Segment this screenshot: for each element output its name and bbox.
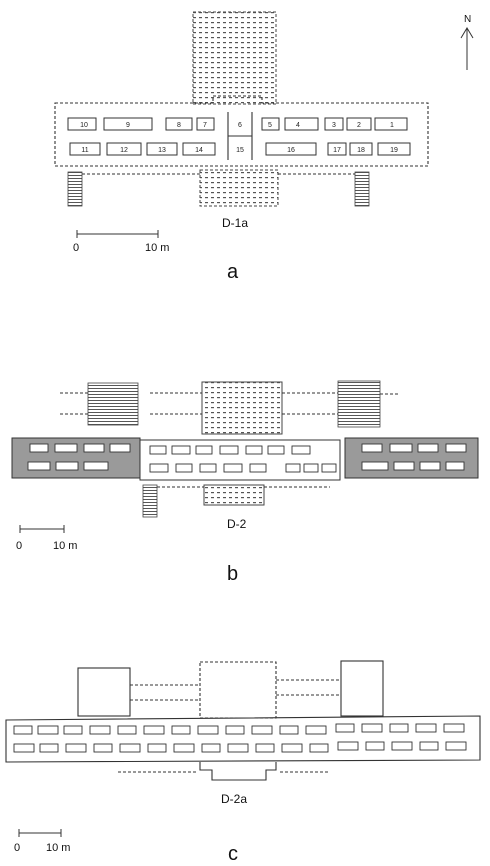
north-east-stair [337,380,381,428]
room-number: 4 [296,122,300,129]
room-cell [327,142,347,156]
room-cell [284,117,319,131]
room-cell [106,142,142,156]
panel-c-plan: D-2a 0 10 m c [5,660,481,865]
room-number: 6 [238,122,242,129]
room-cell [165,117,193,131]
room-cell [377,142,411,156]
north-label: N [464,14,471,25]
room-number: 18 [357,147,365,154]
room-cell [103,117,153,131]
panel-letter-b: b [227,563,238,585]
north-walls-b [60,392,398,415]
room-cell [346,117,372,131]
south-west-stair [67,171,83,207]
plan-label-d2a: D-2a [221,792,247,806]
room-cells-b [27,443,467,473]
room-number: 16 [287,147,295,154]
room-number: 10 [80,122,88,129]
room-cell [196,117,215,131]
panel-letter-a: a [227,261,239,283]
room-number: 2 [357,122,361,129]
scale-start-b: 0 [16,540,22,552]
north-east-block [340,660,384,717]
top-room-row [67,117,408,131]
room-number: 13 [158,147,166,154]
panel-b-plan: D-2 0 10 m b [11,380,479,585]
room-number: 7 [203,122,207,129]
plan-label-d2: D-2 [227,517,247,531]
bottom-room-row [69,142,411,156]
south-stair-b [142,484,158,518]
room-number: 3 [332,122,336,129]
scale-start-a: 0 [73,242,79,254]
north-walls-c [130,679,341,701]
north-courtyard [192,11,277,105]
south-entrance-c [199,762,277,781]
room-cell [182,142,216,156]
room-cell [374,117,408,131]
north-west-block [77,667,131,717]
room-number: 14 [195,147,203,154]
plan-label-d1a: D-1a [222,216,248,230]
room-number: 1 [390,122,394,129]
room-number: 12 [120,147,128,154]
panel-a-plan: N 10 [54,11,474,283]
room-cells-c [13,723,467,753]
room-number: 15 [236,147,244,154]
central-passage [227,112,253,160]
room-cell [324,117,344,131]
room-number: 5 [268,122,272,129]
north-arrow-icon [460,27,474,70]
building-outline [54,95,429,167]
panel-letter-c: c [228,843,238,865]
room-cell [69,142,101,156]
room-cell [349,142,373,156]
room-cell [67,117,97,131]
room-cell [146,142,178,156]
scale-start-c: 0 [14,842,20,854]
scale-bar-b [19,525,65,533]
south-courtyard-b [203,484,265,506]
room-number: 9 [126,122,130,129]
scale-bar-c [18,829,62,837]
scale-end-c: 10 m [46,842,70,854]
scale-end-a: 10 m [145,242,169,254]
south-courtyard [199,169,279,207]
room-number: 17 [333,147,341,154]
scale-bar-a [76,230,159,238]
room-number: 8 [177,122,181,129]
south-east-stair [354,171,370,207]
scale-end-b: 10 m [53,540,77,552]
room-cell [265,142,317,156]
north-courtyard-b [201,381,283,435]
north-west-stair [87,382,139,426]
room-cell [261,117,280,131]
north-central-block [199,661,277,719]
building-outline-c [5,715,481,763]
room-number: 19 [390,147,398,154]
room-number: 11 [81,147,88,154]
